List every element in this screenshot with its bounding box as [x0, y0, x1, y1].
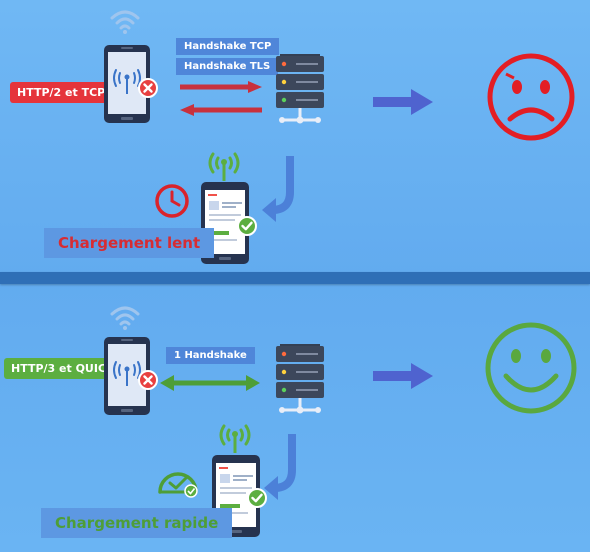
signal-icon — [219, 424, 251, 453]
handshake-label-quic: 1 Handshake — [166, 347, 255, 364]
phone-icon — [104, 45, 150, 123]
section-divider — [0, 272, 590, 284]
result-arrow — [373, 363, 433, 389]
protocol-label-http3: HTTP/3 et QUIC — [4, 358, 114, 379]
speedometer-icon — [158, 472, 198, 498]
server-icon — [276, 54, 324, 124]
result-arrow — [373, 89, 433, 115]
status-slow: Chargement lent — [44, 228, 215, 258]
status-fast: Chargement rapide — [41, 508, 233, 538]
clock-icon — [155, 184, 189, 218]
wifi-icon — [110, 10, 140, 34]
download-arrow — [262, 156, 294, 222]
sad-face-icon — [487, 53, 575, 141]
error-badge-icon — [138, 78, 158, 98]
download-arrow — [264, 434, 296, 500]
server-icon — [276, 344, 324, 414]
signal-icon — [208, 152, 240, 181]
check-badge-icon — [237, 216, 257, 236]
handshake-arrow-response — [180, 104, 262, 116]
happy-face-icon — [485, 322, 577, 414]
wifi-icon — [110, 306, 140, 330]
protocol-label-http2: HTTP/2 et TCP — [10, 82, 113, 103]
handshake-arrow-request — [180, 81, 262, 93]
check-badge-icon — [247, 488, 267, 508]
handshake-arrow-bidirectional — [160, 375, 260, 391]
error-badge-icon — [138, 370, 158, 390]
handshake-label-tls: Handshake TLS — [176, 58, 279, 75]
handshake-label-tcp: Handshake TCP — [176, 38, 280, 55]
